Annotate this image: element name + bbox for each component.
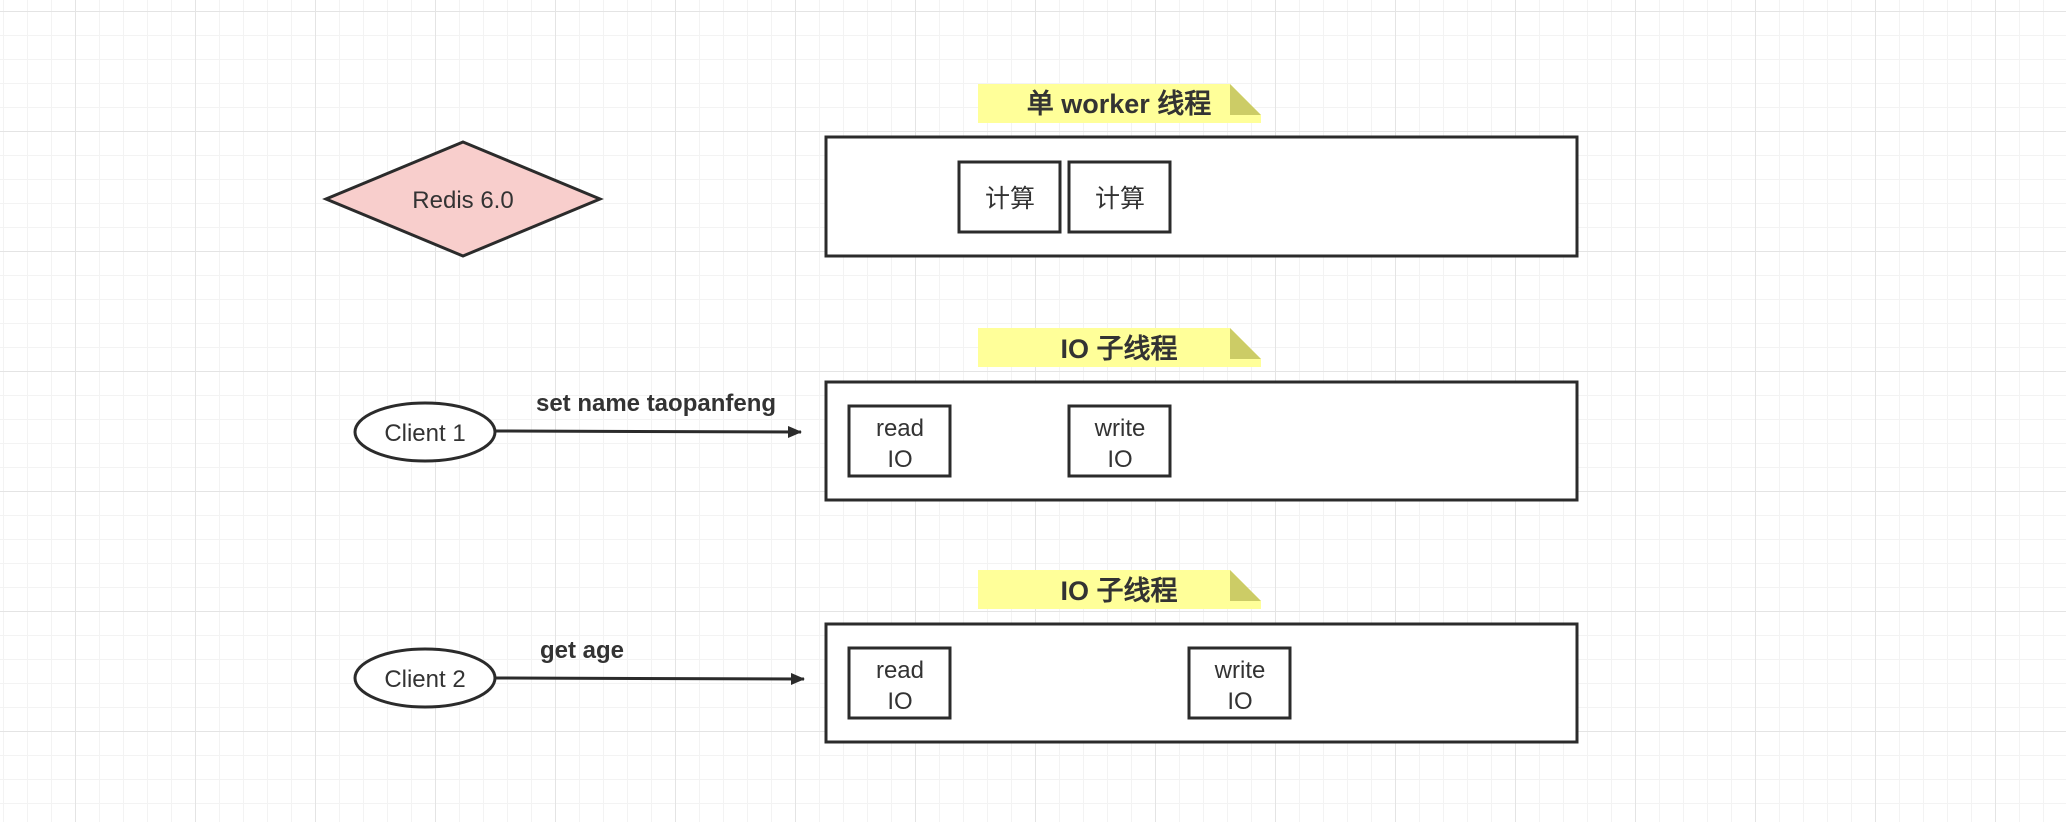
redis-diamond-shape	[322, 140, 604, 258]
compute-task-box[interactable]: 计算	[957, 160, 1062, 234]
read-io-label-line2: IO	[887, 446, 912, 473]
client-2-node[interactable]: Client 2	[353, 647, 497, 709]
compute-task-box[interactable]: 计算	[1067, 160, 1172, 234]
worker-thread-container[interactable]	[824, 135, 1579, 258]
io-thread-1-title: IO 子线程	[1060, 334, 1177, 364]
write-io-box[interactable]: write IO	[1067, 404, 1172, 478]
client-1-label: Client 1	[384, 420, 465, 447]
io-thread-1-title-note[interactable]: IO 子线程	[978, 328, 1261, 367]
write-io-box[interactable]: write IO	[1187, 646, 1292, 720]
worker-title: 单 worker 线程	[1027, 89, 1212, 119]
client-1-command: set name taopanfeng	[536, 390, 776, 417]
read-io-label-line1: read	[876, 415, 924, 442]
read-io-label-line2: IO	[887, 688, 912, 715]
note-fold	[1230, 84, 1261, 115]
compute-task-label: 计算	[1095, 185, 1145, 213]
client-1-node[interactable]: Client 1	[353, 401, 497, 463]
redis-node[interactable]: Redis 6.0	[322, 140, 604, 258]
note-shape	[978, 570, 1261, 609]
write-io-label-line1: write	[1214, 657, 1266, 684]
note-fold	[1230, 328, 1261, 359]
worker-title-note[interactable]: 单 worker 线程	[978, 84, 1261, 123]
client-2-command: get age	[540, 637, 624, 664]
write-io-label-line1: write	[1094, 415, 1146, 442]
client-2-arrow[interactable]	[495, 672, 805, 685]
client-2-ellipse	[353, 647, 497, 709]
client-2-label: Client 2	[384, 666, 465, 693]
read-io-box[interactable]: read IO	[847, 404, 952, 478]
client-1-ellipse	[353, 401, 497, 463]
read-io-box[interactable]: read IO	[847, 646, 952, 720]
io-thread-2-title: IO 子线程	[1060, 576, 1177, 606]
read-io-label-line1: read	[876, 657, 924, 684]
note-fold	[1230, 570, 1261, 601]
io-thread-2-title-note[interactable]: IO 子线程	[978, 570, 1261, 609]
client-1-arrow[interactable]	[495, 425, 802, 438]
compute-task-label: 计算	[985, 185, 1035, 213]
write-io-label-line2: IO	[1107, 446, 1132, 473]
redis-label: Redis 6.0	[412, 187, 513, 214]
note-shape	[978, 84, 1261, 123]
note-shape	[978, 328, 1261, 367]
write-io-label-line2: IO	[1227, 688, 1252, 715]
